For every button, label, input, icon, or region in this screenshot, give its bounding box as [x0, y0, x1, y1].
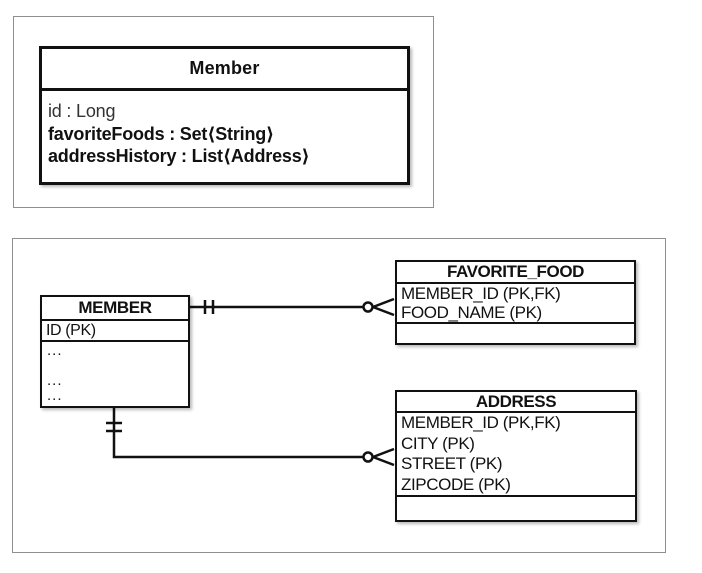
- address-table: ADDRESS MEMBER_ID (PK,FK) CITY (PK) STRE…: [395, 390, 637, 522]
- favorite-food-table: FAVORITE_FOOD MEMBER_ID (PK,FK) FOOD_NAM…: [395, 260, 636, 345]
- table-row-zipcode: ZIPCODE (PK): [401, 474, 511, 494]
- zero-or-many-crowfoot-icon: [362, 297, 395, 317]
- member-table: MEMBER ID (PK) ... ... ...: [40, 295, 190, 408]
- address-table-footer: [397, 495, 635, 520]
- table-row-member-id: MEMBER_ID (PK,FK): [401, 413, 561, 432]
- table-row: [47, 358, 188, 373]
- favorite-food-table-title: FAVORITE_FOOD: [397, 262, 634, 284]
- member-table-ellipsis-rows: ... ... ...: [42, 342, 188, 403]
- one-and-only-one-tick-icon: [106, 421, 122, 433]
- address-table-title: ADDRESS: [397, 392, 635, 413]
- class-diagram-panel: Member id : Long favoriteFoods : Set⟨Str…: [13, 16, 434, 208]
- member-table-title: MEMBER: [42, 297, 188, 321]
- table-row-street: STREET (PK): [401, 454, 503, 473]
- table-row-member-id: MEMBER_ID (PK,FK): [401, 284, 561, 303]
- member-address-relationship-line: [106, 408, 395, 467]
- attribute-id: id : Long: [48, 101, 116, 121]
- attribute-favorite-foods: favoriteFoods : Set⟨String⟩: [48, 123, 275, 144]
- member-favoritefood-relationship-line: [190, 297, 395, 317]
- member-class-attributes: id : Long favoriteFoods : Set⟨String⟩ ad…: [42, 91, 407, 168]
- table-row: ...: [47, 387, 63, 404]
- table-row: ...: [47, 342, 63, 359]
- one-and-only-one-tick-icon: [203, 300, 215, 314]
- zero-or-many-crowfoot-icon: [362, 447, 395, 467]
- member-class-box: Member id : Long favoriteFoods : Set⟨Str…: [39, 46, 410, 185]
- favorite-food-table-footer: [397, 322, 634, 343]
- member-table-row-id: ID (PK): [42, 321, 188, 342]
- table-row: ...: [47, 372, 63, 389]
- table-row-food-name: FOOD_NAME (PK): [401, 303, 542, 322]
- er-diagram-panel: MEMBER ID (PK) ... ... ... FAVORITE_FOOD…: [12, 238, 666, 553]
- member-class-title: Member: [42, 49, 407, 91]
- table-row-city: CITY (PK): [401, 433, 475, 453]
- attribute-address-history: addressHistory : List⟨Address⟩: [48, 146, 310, 166]
